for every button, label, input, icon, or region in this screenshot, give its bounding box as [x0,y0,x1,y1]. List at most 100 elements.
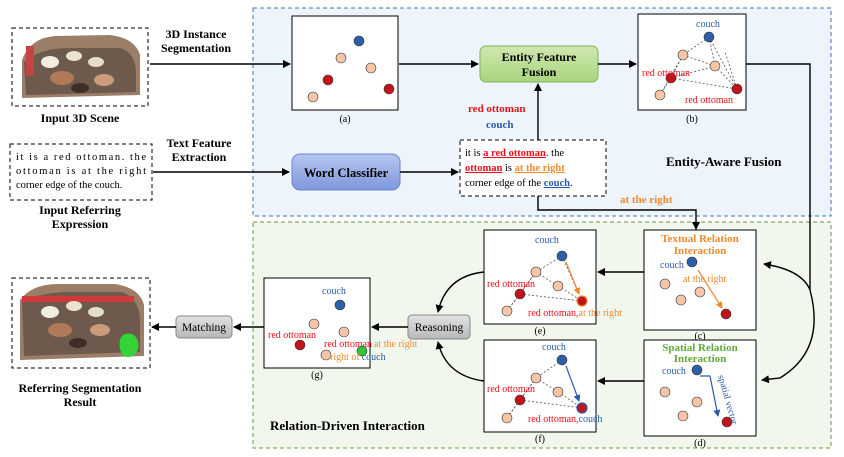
panel-b-caption: (b) [686,114,698,125]
panel-f-couch: couch [542,342,566,353]
classified-line-2: ottoman is at the right [465,163,565,174]
input-scene-image [11,27,149,107]
panel-g-couch: couch [322,286,346,297]
panel-f-node-target [576,402,588,414]
classified-line-3: corner edge of the couch. [465,178,573,189]
panel-e-red-ottoman-comma: red ottoman,at the right [528,308,622,319]
panel-b-node-couch [703,31,715,43]
arrow-e-to-reasoning [435,271,485,313]
panel-g-node [294,339,306,351]
panel-b-node [731,83,743,95]
panel-e-orange-arrow [565,261,580,295]
panel-d-couch: couch [662,366,686,377]
panel-a-node [383,83,395,95]
panel-g-node [308,318,320,330]
relation-driven-label: Relation-Driven Interaction [270,418,426,433]
word-couch: couch [544,178,570,189]
arrow-to-c-right [763,261,811,291]
panel-g-node [320,349,332,361]
textual-rel-label-1: Textual Relation [661,233,739,245]
panel-e-node [530,266,542,278]
panel-f-node [514,394,526,406]
word-at-the-right: at the right [515,163,566,174]
panel-e-couch: couch [535,235,559,246]
panel-a-caption: (a) [339,114,350,125]
arrow-b-to-d [746,63,815,384]
panel-b-node [654,89,666,101]
spatial-rel-label-2: Interaction [674,353,727,365]
panel-c-node-red [720,308,732,320]
panel-e-node [552,280,564,292]
panel-b-node [709,60,721,72]
panel-b-red-ottoman-1: red ottoman [642,68,690,79]
word-red-ottoman: a red ottoman [483,148,546,159]
result-label-1: Referring Segmentation [19,381,142,395]
panel-f-red-ottoman-comma: red ottoman,couch [528,414,602,425]
matching-label: Matching [182,322,226,334]
text-feature-label-2: Extraction [172,150,227,164]
text-feature-label-1: Text Feature [167,136,233,150]
panel-d-caption: (d) [694,438,706,449]
panel-a-node [365,62,377,74]
panel-c-node [675,294,687,306]
textual-rel-label-2: Interaction [674,245,727,257]
panel-a-node [322,74,334,86]
panel-a-node-couch [353,35,365,47]
panel-e-caption: (e) [534,326,545,337]
panel-b-node [665,72,677,84]
panel-d-node [677,410,689,422]
panel-f-node [552,386,564,398]
panel-e-red-ottoman: red ottoman [487,279,535,290]
panel-c-couch: couch [660,260,684,271]
panel-a-node [307,91,319,103]
panel-e-node [514,288,526,300]
panel-c-relation-arrow [697,269,723,309]
class-red-ottoman: red ottoman [468,103,526,115]
instance-seg-label-2: Segmentation [161,41,231,55]
classified-text-box [459,139,607,197]
panel-g-red-ottoman-1: red ottoman [268,330,316,341]
result-scene-image [11,277,151,369]
panel-a-node [335,52,347,64]
panel-f-blue-arrow [565,365,581,402]
panel-f-node [530,372,542,384]
panel-d-spatial-vector-arrow [700,375,721,417]
panel-b-node [677,49,689,61]
panel-b-red-ottoman-2: red ottoman [685,95,733,106]
input-expression-box [9,143,153,201]
panel-c-node [694,286,706,298]
panel-d-node [691,396,703,408]
panel-c-node-couch [686,256,698,268]
panel-g-node-target [356,345,368,357]
panel-g-node [338,326,350,338]
panel-g-caption: (g) [311,370,323,381]
panel-e-node [501,305,513,317]
word-ottoman: ottoman [465,163,502,174]
panel-f-node-couch [556,354,568,366]
panel-d-node [659,386,671,398]
panel-e-node-target [576,295,588,307]
segmented-object [119,333,139,358]
input-scene-label: Input 3D Scene [41,111,120,125]
input-text-line-1: it is a red ottoman. the [16,152,146,163]
class-at-the-right: at the right [620,194,673,206]
panel-c-caption: (c) [694,331,705,342]
panel-e-node-couch [556,250,568,262]
panel-c-node [659,278,671,290]
input-text-line-2: ottoman is at the right [16,166,146,177]
reasoning-label: Reasoning [415,322,464,334]
panel-d-node-couch [691,364,703,376]
arrow-text-to-c [537,196,700,230]
panel-f-caption: (f) [535,434,545,445]
instance-seg-label-1: 3D Instance [165,27,227,41]
input-ref-label-2: Expression [52,217,109,231]
classified-line-1: it is a red ottoman. the [465,148,564,159]
arrow-f-to-reasoning [435,341,485,382]
spatial-rel-label-1: Spatial Relation [662,342,737,354]
panel-g-node-couch [334,299,346,311]
word-classifier-label: Word Classifier [304,166,389,180]
result-label-2: Result [64,395,97,409]
